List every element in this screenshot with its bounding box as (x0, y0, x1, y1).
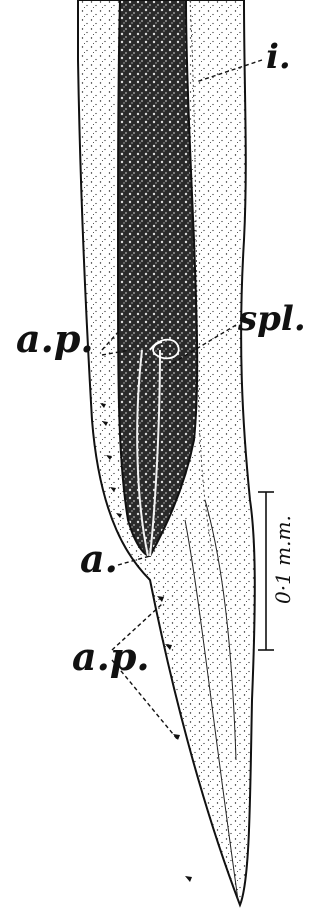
label-a: a. (80, 536, 118, 581)
scale-label: 0·1 m.m. (271, 515, 295, 604)
label-ap-upper: a.p. (16, 316, 94, 361)
label-spl: spl. (237, 299, 306, 339)
label-i: i. (266, 37, 291, 77)
label-ap-lower: a.p. (72, 634, 150, 679)
